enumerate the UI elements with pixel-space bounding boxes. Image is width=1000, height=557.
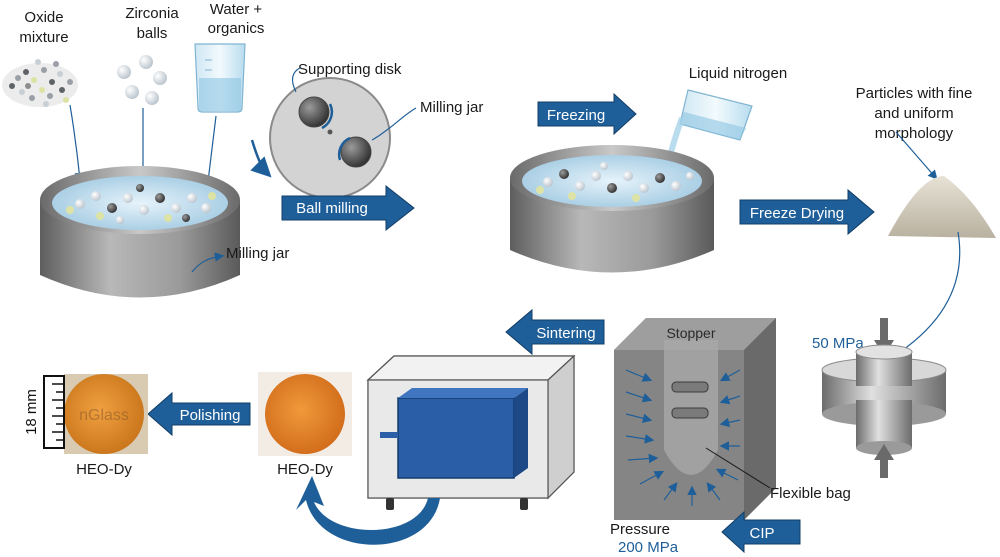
scale-bar: 18 mm xyxy=(23,375,65,449)
zirconia-label-line2: balls xyxy=(137,25,168,42)
freezing-label: Freezing xyxy=(547,107,605,124)
scale-18mm-label: 18 mm xyxy=(23,389,40,435)
flexible-bag-label: Flexible bag xyxy=(770,485,851,502)
oxide-pointer xyxy=(69,104,85,183)
uniaxial-press: 50 MPa xyxy=(812,318,947,478)
oxide-label-line2: mixture xyxy=(19,29,68,46)
heo-dy-left-label: HEO-Dy xyxy=(76,461,132,478)
flexible-bag-pointer xyxy=(705,447,771,489)
pressure-50-label: 50 MPa xyxy=(812,335,864,352)
heo-dy-polished: nGlass HEO-Dy xyxy=(64,374,148,478)
zirconia-balls-group: Zirconia balls xyxy=(117,5,179,191)
zirconia-label-line1: Zirconia xyxy=(125,5,179,22)
oxide-mixture-group: Oxide mixture xyxy=(2,9,85,183)
particles-label-line3: morphology xyxy=(875,125,954,142)
particles-label-line1: Particles with fine xyxy=(856,85,973,102)
milling-jar-1: Milling jar xyxy=(40,166,289,298)
milling-jar-bottom-pointer xyxy=(191,252,225,273)
polished-disk xyxy=(64,374,144,454)
milling-jar-top-label: Milling jar xyxy=(420,99,483,116)
particles-pointer xyxy=(895,131,938,180)
supporting-disk xyxy=(269,77,391,199)
cip-pressure-arrows xyxy=(625,369,741,506)
jar1-contents xyxy=(66,184,216,224)
water-label-line2: organics xyxy=(208,20,265,37)
furnace-output-curve xyxy=(296,476,440,545)
polishing-label: Polishing xyxy=(180,407,241,424)
heo-dy-middle-label: HEO-Dy xyxy=(277,461,333,478)
stopper-label: Stopper xyxy=(666,325,715,341)
milling-jar-bottom-label: Milling jar xyxy=(226,245,289,262)
furnace-door xyxy=(397,397,515,479)
beaker-icon xyxy=(194,43,246,113)
supporting-disk-label: Supporting disk xyxy=(298,61,402,78)
oxide-powder-icon xyxy=(2,59,78,107)
oxide-label-line1: Oxide xyxy=(24,9,63,26)
water-label-line1: Water + xyxy=(210,1,263,18)
press-bottom-arrow xyxy=(874,444,894,478)
heo-dy-sintered: HEO-Dy xyxy=(258,372,352,478)
milling-jar-2 xyxy=(510,145,714,273)
furnace xyxy=(366,354,576,510)
ball-milling-arrow: Ball milling xyxy=(281,184,415,232)
polished-disk-watermark: nGlass xyxy=(79,407,129,424)
cip-arrow: CIP xyxy=(721,510,801,554)
pouring-beaker-icon xyxy=(661,89,753,187)
particles-label-line2: and uniform xyxy=(874,105,953,122)
liquid-nitrogen-group: Liquid nitrogen xyxy=(661,65,787,187)
freeze-drying-arrow: Freeze Drying xyxy=(739,188,875,236)
cip-chamber: Stopper Flexible bag Pressure 200 MPa xyxy=(610,318,851,556)
ball-milling-label: Ball milling xyxy=(296,200,368,217)
jar2-contents xyxy=(536,162,694,202)
liquid-nitrogen-label: Liquid nitrogen xyxy=(689,65,787,82)
zirconia-balls-icon xyxy=(117,55,167,105)
freezing-arrow: Freezing xyxy=(537,92,637,136)
freeze-drying-label: Freeze Drying xyxy=(750,205,844,222)
pressure-200-label: 200 MPa xyxy=(618,539,679,556)
supporting-disk-group: Supporting disk Milling jar xyxy=(250,61,483,199)
polishing-arrow: Polishing xyxy=(147,391,251,437)
sintering-arrow: Sintering xyxy=(505,308,605,356)
disk-to-jar-curve xyxy=(250,139,272,178)
powder-pile xyxy=(888,176,996,238)
pressure-word-label: Pressure xyxy=(610,521,670,538)
sintering-label: Sintering xyxy=(536,325,595,342)
sintered-disk xyxy=(265,374,345,454)
water-organics-group: Water + organics xyxy=(194,1,265,201)
cip-label: CIP xyxy=(749,525,774,542)
particles-group: Particles with fine and uniform morpholo… xyxy=(856,85,996,403)
